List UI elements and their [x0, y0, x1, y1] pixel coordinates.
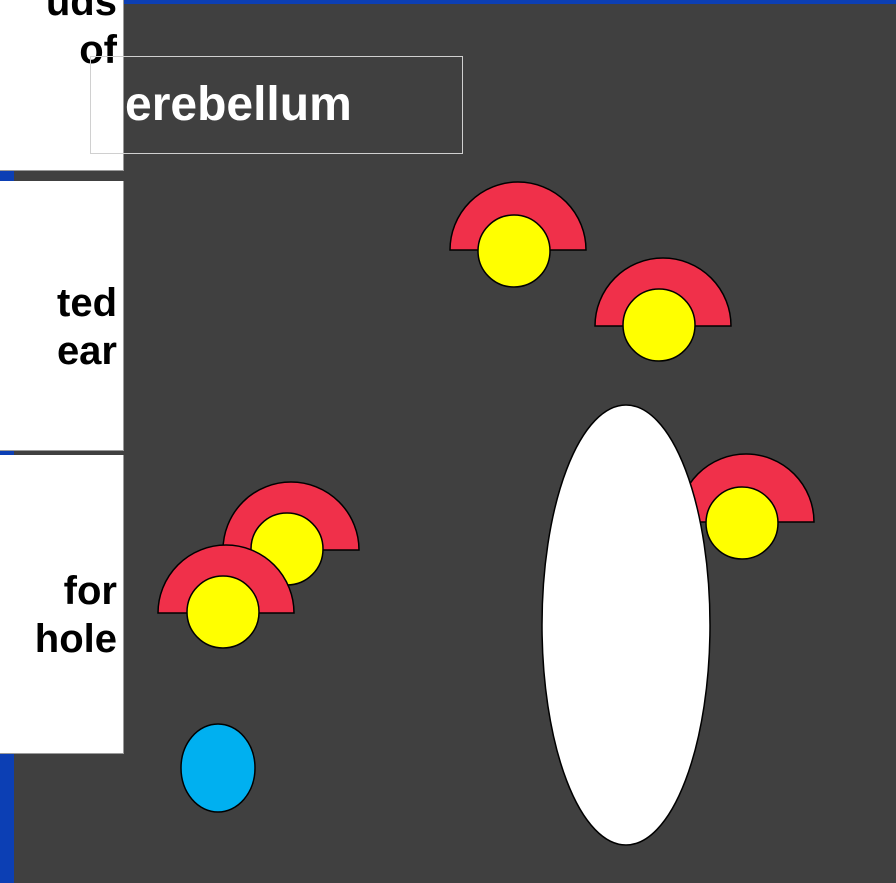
receptor-group-3: [677, 453, 815, 560]
receptor-group-5: [157, 544, 295, 649]
top-edge-strip: [0, 0, 896, 4]
text-panel-top: uds of: [0, 0, 124, 171]
panel-text: uds of: [45, 0, 117, 72]
receptor-group-2: [594, 257, 732, 362]
title-box: erebellum: [90, 56, 463, 154]
yellow-ball-icon: [705, 486, 779, 560]
text-panel-middle: ted ear: [0, 181, 124, 451]
text-panel-bottom: for hole: [0, 455, 124, 754]
yellow-ball-icon: [477, 214, 551, 288]
yellow-ball-icon: [186, 575, 260, 649]
white-oval-icon: [541, 404, 711, 846]
blue-cell-icon: [180, 723, 256, 813]
receptor-group-1: [449, 181, 587, 288]
panel-text: ted ear: [56, 281, 117, 373]
slide-title: erebellum: [125, 78, 352, 131]
panel-text: for hole: [34, 569, 117, 661]
yellow-ball-icon: [622, 288, 696, 362]
